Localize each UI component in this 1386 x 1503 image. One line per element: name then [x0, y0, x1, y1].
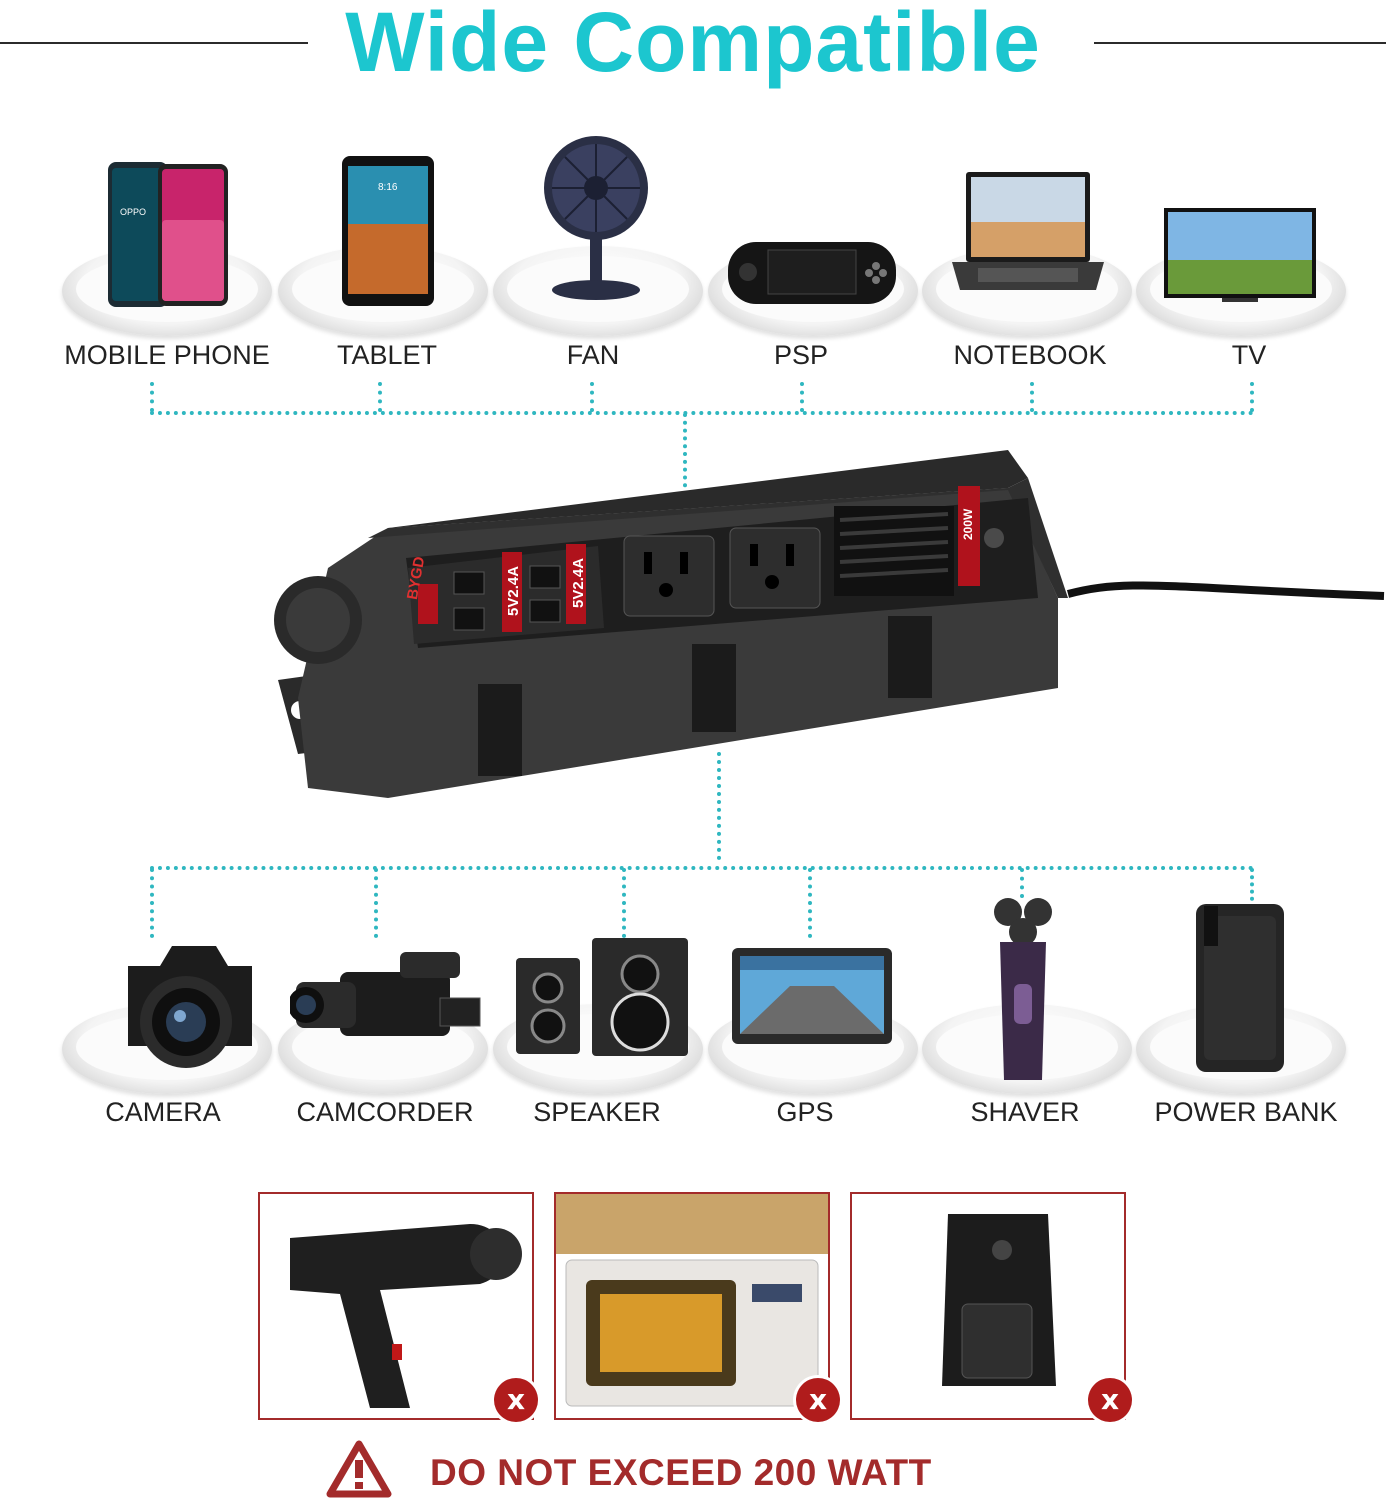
device-label-tablet: TABLET — [336, 340, 438, 370]
connector — [1250, 382, 1254, 412]
warning-triangle-icon — [326, 1440, 392, 1498]
usb-rating-1: 5V2.4A — [505, 565, 522, 616]
device-label-tv: TV — [1231, 340, 1267, 370]
device-label-gps: GPS — [776, 1097, 834, 1127]
connector — [1250, 868, 1254, 908]
device-label-notebook: NOTEBOOK — [953, 340, 1107, 370]
tablet-icon: 8:16 — [340, 154, 436, 308]
connector-bus-top — [150, 411, 1254, 415]
connector — [590, 382, 594, 412]
unsupported-microwave — [554, 1192, 830, 1420]
device-label-camcorder: CAMCORDER — [296, 1097, 474, 1127]
tv-icon — [1162, 206, 1318, 304]
title-rule-right — [1094, 42, 1386, 44]
connector — [800, 382, 804, 412]
x-badge: x — [796, 1378, 840, 1422]
svg-text:OPPO: OPPO — [120, 207, 146, 217]
power-inverter — [268, 448, 1386, 804]
speaker-icon — [512, 934, 692, 1060]
page-title: Wide Compatible — [345, 0, 1041, 89]
device-label-power-bank: POWER BANK — [1154, 1097, 1338, 1127]
connector — [374, 868, 378, 938]
shaver-icon — [986, 894, 1060, 1084]
device-label-shaver: SHAVER — [970, 1097, 1080, 1127]
coffee-maker-icon — [942, 1214, 1056, 1386]
connector — [717, 752, 721, 860]
camcorder-icon — [288, 946, 486, 1050]
psp-icon — [726, 236, 898, 308]
connector-bus-bottom — [150, 866, 1254, 870]
device-label-fan: FAN — [566, 340, 620, 370]
device-label-psp: PSP — [773, 340, 829, 370]
warning-text: DO NOT EXCEED 200 WATT — [430, 1452, 932, 1493]
svg-text:8:16: 8:16 — [378, 182, 398, 193]
power-bank-icon — [1194, 902, 1286, 1074]
connector — [622, 868, 626, 938]
connector — [683, 413, 687, 503]
x-badge: x — [1088, 1378, 1132, 1422]
connector — [1020, 868, 1024, 898]
gps-icon — [730, 946, 894, 1046]
usb-rating-2: 5V2.4A — [570, 557, 587, 608]
notebook-icon — [950, 170, 1106, 296]
power-rating: 200W — [961, 508, 975, 540]
unsupported-coffee-maker — [850, 1192, 1126, 1420]
hair-dryer-icon — [290, 1224, 522, 1408]
device-label-mobile-phone: MOBILE PHONE — [64, 340, 270, 370]
camera-icon — [120, 926, 260, 1072]
microwave-icon — [556, 1194, 828, 1407]
device-label-camera: CAMERA — [105, 1097, 221, 1127]
connector — [378, 382, 382, 412]
device-label-speaker: SPEAKER — [533, 1097, 661, 1127]
connector — [1030, 382, 1034, 412]
connector — [150, 382, 154, 412]
mobile-phone-icon: OPPO — [100, 160, 240, 310]
fan-icon — [540, 132, 652, 304]
title-rule-left — [0, 42, 308, 44]
x-badge: x — [494, 1378, 538, 1422]
connector — [808, 868, 812, 938]
connector — [150, 868, 154, 938]
unsupported-hair-dryer — [258, 1192, 534, 1420]
